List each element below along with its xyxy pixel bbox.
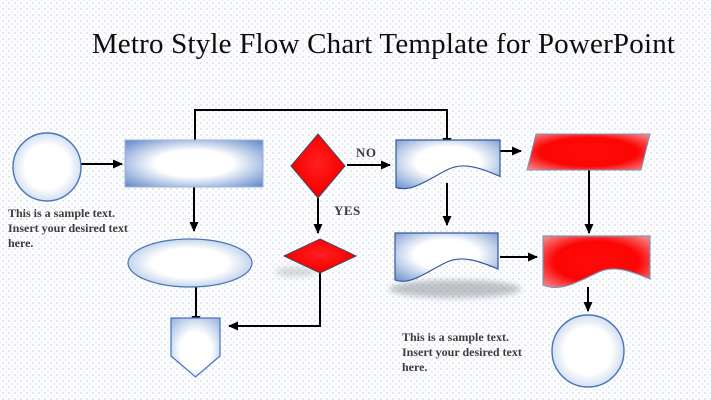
process-rectangle-shape [124,139,264,188]
sample-text-left: This is a sample text. Insert your desir… [8,206,128,250]
document-top-shape [395,139,501,190]
page-title: Metro Style Flow Chart Template for Powe… [91,28,676,60]
decision-diamond-small-shape [282,238,358,274]
diamond-small-shadow [275,267,315,277]
io-parallelogram-shape [526,133,651,171]
decision-diamond-shape [290,133,346,199]
connector-process-to-document-top [194,109,452,148]
no-branch-label: NO [356,145,377,160]
end-circle-shape [551,314,625,388]
document-middle-shadow [389,280,521,298]
offpage-pentagon-shape [170,317,221,378]
start-circle-shape [12,132,82,202]
connectors [81,109,594,331]
connector-diamond-small-to-pentagon [228,273,321,331]
yes-branch-label: YES [334,203,361,218]
ellipse-process-shape [127,238,253,288]
document-red-shape [542,235,651,289]
document-middle-shape [394,232,499,282]
sample-text-right: This is a sample text. Insert your desir… [402,330,522,374]
